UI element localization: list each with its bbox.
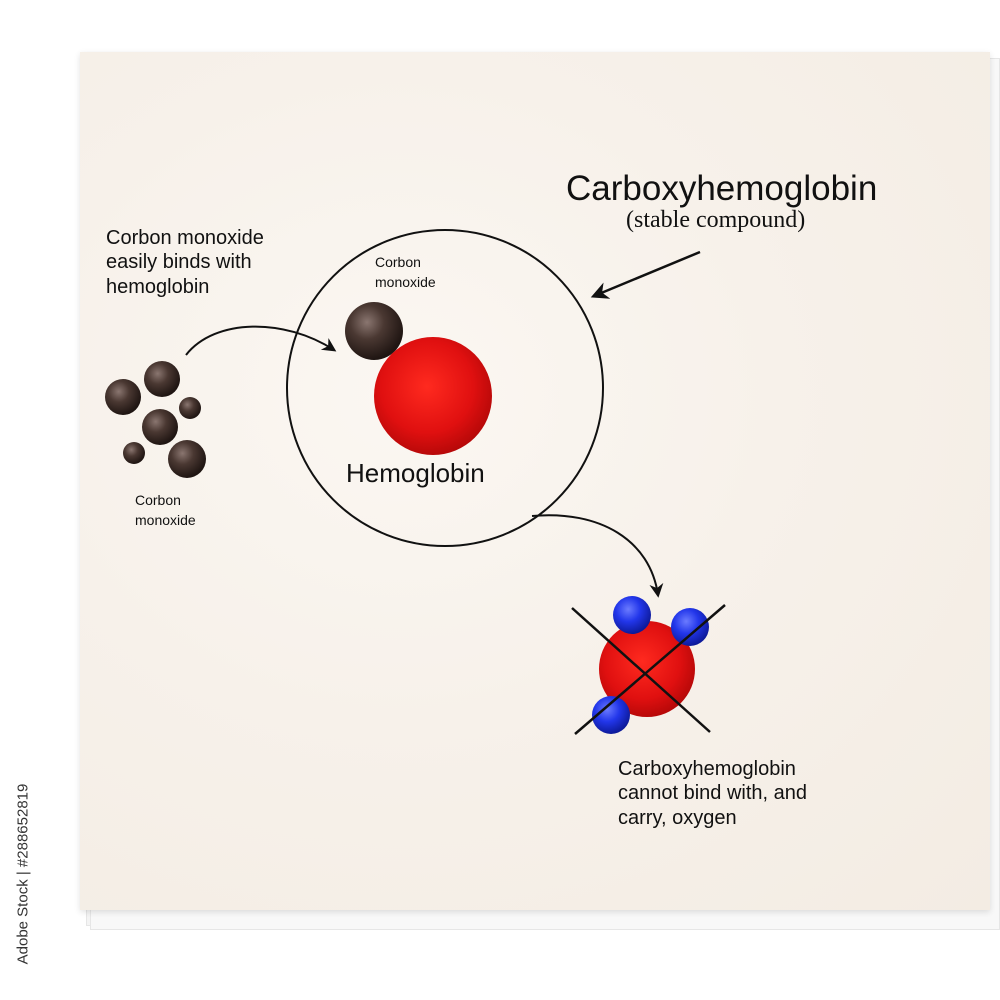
co-molecule-icon: [144, 361, 180, 397]
pointer-arrow: [590, 250, 701, 299]
co-molecule-icon: [168, 440, 206, 478]
co-binding-caption: Corbon monoxide easily binds with hemogl…: [106, 227, 264, 298]
co-molecule-icon: [105, 379, 141, 415]
carboxyhemoglobin-outline: [286, 229, 604, 547]
diagram-title: Carboxyhemoglobin: [566, 169, 878, 208]
co-bound-icon: [345, 302, 403, 360]
oxygen-molecule-icon: [613, 596, 651, 634]
hemoglobin-icon: [374, 337, 492, 455]
stock-id-text: Adobe Stock | #288652819: [14, 783, 32, 965]
paper-sheet: [80, 52, 990, 910]
co-cluster-label: Corbon monoxide: [135, 492, 196, 529]
binding-arrow: [185, 325, 337, 356]
cross-x-icon: [571, 604, 726, 735]
co-bound-label: Corbon monoxide: [375, 254, 436, 291]
oxygen-molecule-icon: [592, 696, 630, 734]
co-molecule-icon: [179, 397, 201, 419]
co-molecule-icon: [142, 409, 178, 445]
oxygen-molecule-icon: [671, 608, 709, 646]
result-caption: Carboxyhemoglobin cannot bind with, and …: [618, 758, 808, 829]
diagram-subtitle: (stable compound): [626, 207, 806, 233]
stock-id-watermark: Adobe Stock | #288652819: [8, 762, 38, 986]
hemoglobin-label: Hemoglobin: [346, 458, 485, 488]
result-arrow: [531, 514, 664, 598]
blocked-oxygen-binding: [571, 596, 726, 735]
co-molecule-icon: [123, 442, 145, 464]
co-cluster-icon: [105, 361, 206, 478]
